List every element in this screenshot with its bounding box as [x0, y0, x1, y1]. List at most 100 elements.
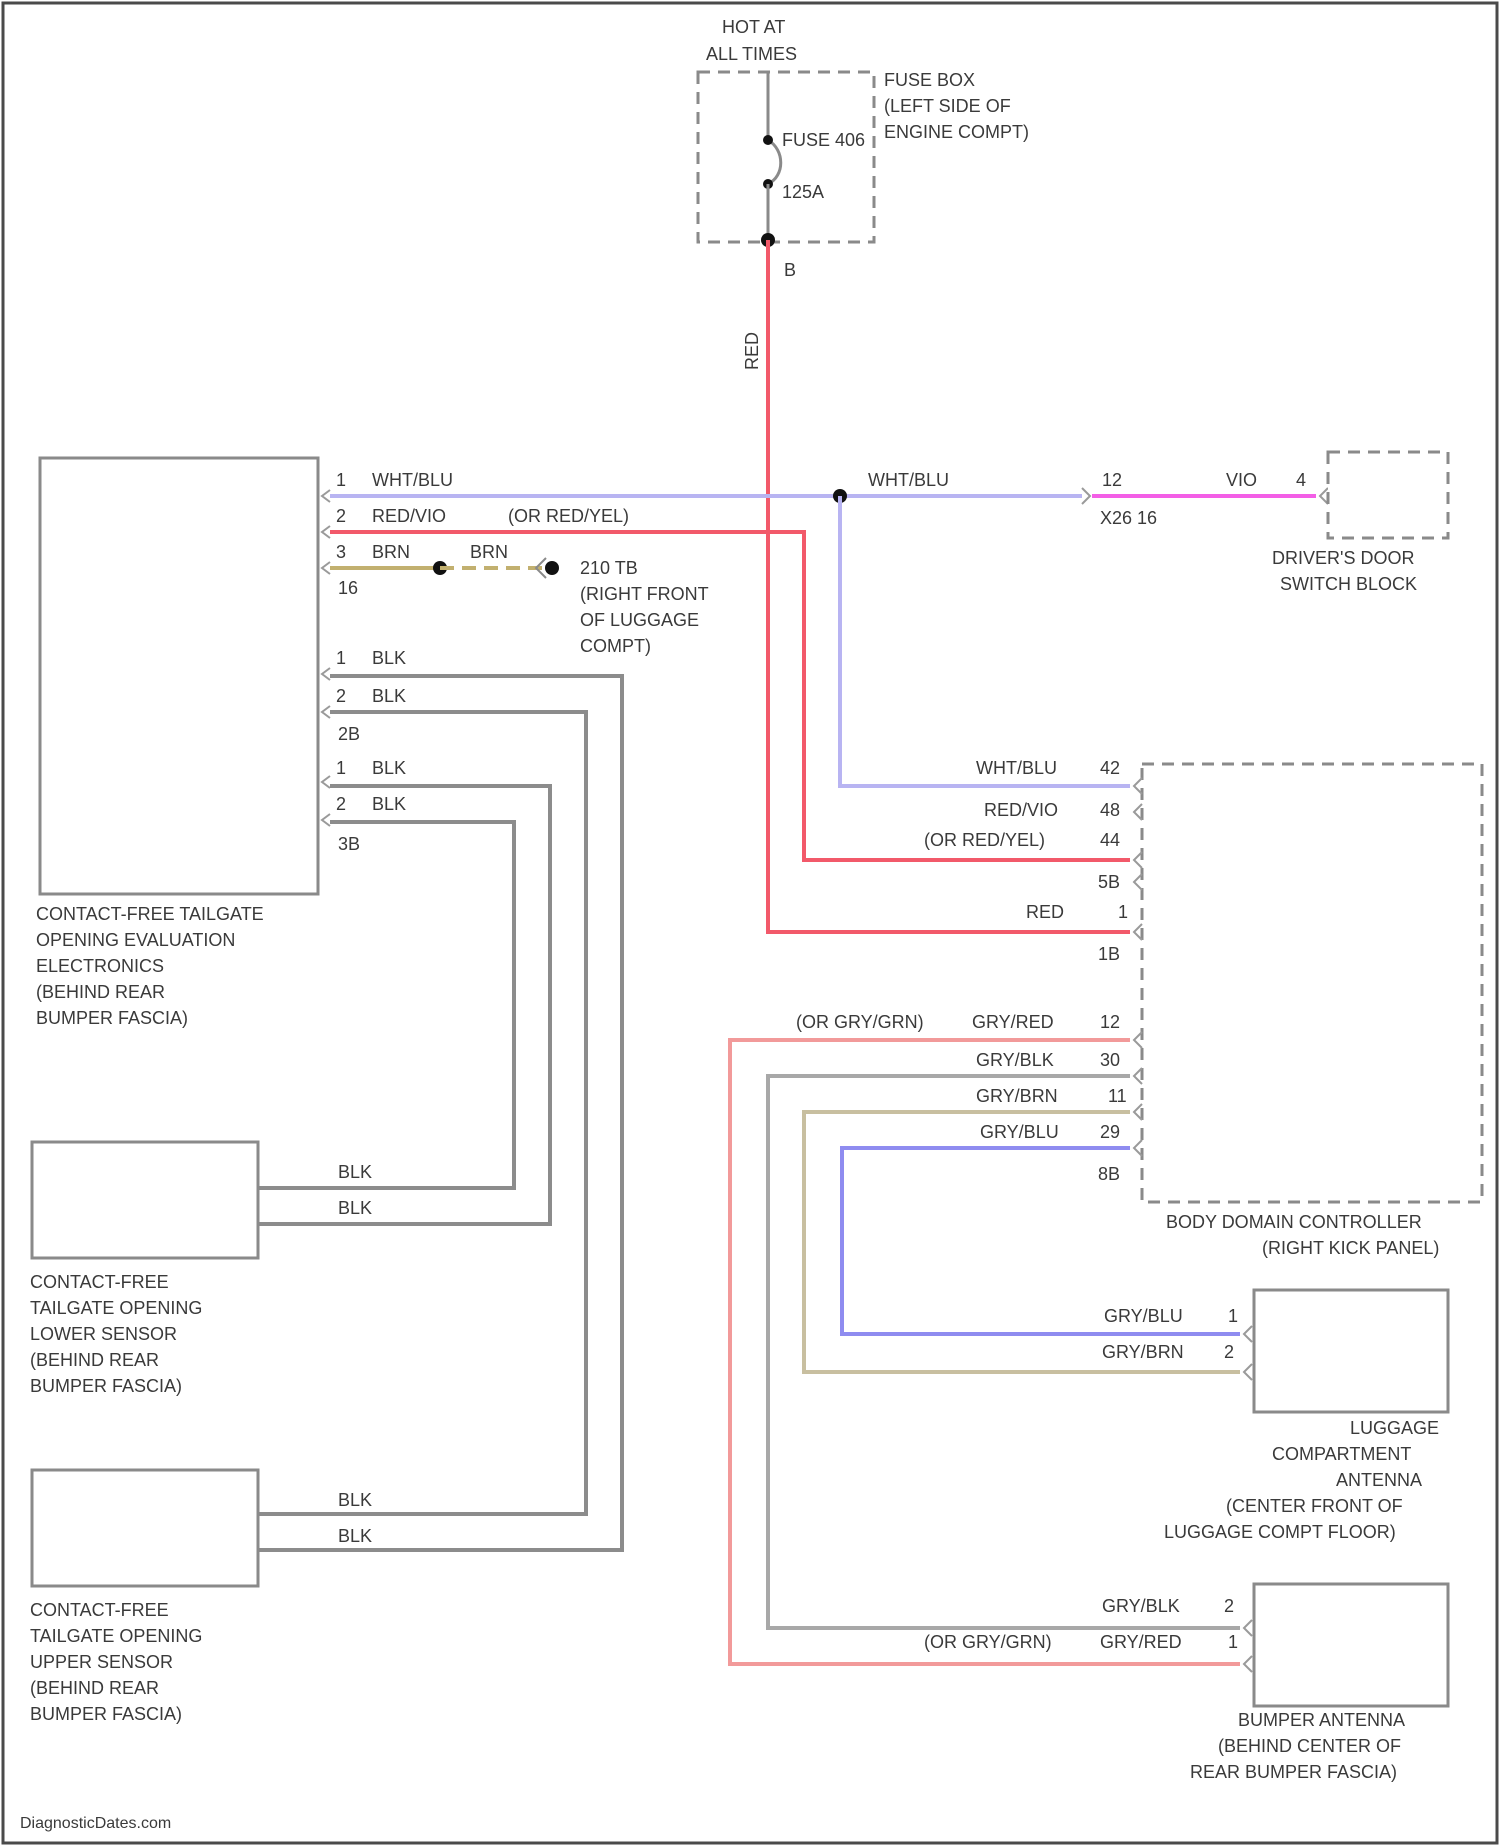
- bdc-connector-5b: 5B: [1098, 872, 1120, 892]
- evaluation-module-label-line2: OPENING EVALUATION: [36, 930, 235, 950]
- bdc-label-line2: (RIGHT KICK PANEL): [1262, 1238, 1439, 1258]
- upper-sensor-label-line2: TAILGATE OPENING: [30, 1626, 202, 1646]
- upper-sensor-label-line5: BUMPER FASCIA): [30, 1704, 182, 1724]
- ground-label-line3: OF LUGGAGE: [580, 610, 699, 630]
- upper-sensor-label-line1: CONTACT-FREE: [30, 1600, 169, 1620]
- evaluation-module-label-line4: (BEHIND REAR: [36, 982, 165, 1002]
- bdc-pin-12: 12: [1100, 1012, 1120, 1032]
- body-domain-controller-box: [1142, 764, 1482, 1202]
- bumper-antenna-label-line3: REAR BUMPER FASCIA): [1190, 1762, 1397, 1782]
- bumper-antenna-box: [1254, 1584, 1448, 1706]
- lower-sensor-box: [32, 1142, 258, 1258]
- luggage-antenna-label-line1: LUGGAGE: [1350, 1418, 1439, 1438]
- lower-sensor-wire-2: BLK: [338, 1198, 372, 1218]
- bdc-pin-row: 8B: [1098, 1164, 1120, 1184]
- evaluation-module-box: [40, 458, 318, 894]
- eval-b-pin-2: 2: [336, 686, 346, 706]
- upper-sensor-box: [32, 1470, 258, 1586]
- lower-sensor-label-line5: BUMPER FASCIA): [30, 1376, 182, 1396]
- bdc-pin-42: 42: [1100, 758, 1120, 778]
- lower-sensor-label-line4: (BEHIND REAR: [30, 1350, 159, 1370]
- fuse-label: FUSE 406: [782, 130, 865, 150]
- eval-connector-c-id: 3B: [338, 834, 360, 854]
- eval-pin-1: 1: [336, 470, 346, 490]
- fuse-terminal-top: [763, 135, 773, 145]
- fuse-output-pin: B: [784, 260, 796, 280]
- vio-wire-label: VIO: [1226, 470, 1257, 490]
- bdc-pin-44-wire: (OR RED/YEL): [924, 830, 1045, 850]
- bdc-connector-8b: 8B: [1098, 1164, 1120, 1184]
- bdc-pin-42-wire: WHT/BLU: [976, 758, 1057, 778]
- luggage-antenna-pin-2: 2: [1224, 1342, 1234, 1362]
- brn-wire-label: BRN: [470, 542, 508, 562]
- luggage-antenna-pin-1: 1: [1228, 1306, 1238, 1326]
- eval-b-pin-1: 1: [336, 648, 346, 668]
- bdc-pin-row: 1B: [1098, 944, 1120, 964]
- fuse-rating: 125A: [782, 182, 824, 202]
- lower-sensor-label-line1: CONTACT-FREE: [30, 1272, 169, 1292]
- bdc-pin-1-wire: RED: [1026, 902, 1064, 922]
- evaluation-module-label-line1: CONTACT-FREE TAILGATE: [36, 904, 264, 924]
- bdc-pin-48: 48: [1100, 800, 1120, 820]
- bumper-antenna-label-line1: BUMPER ANTENNA: [1238, 1710, 1405, 1730]
- ground-point: [545, 561, 559, 575]
- eval-connector-b-id: 2B: [338, 724, 360, 744]
- fuse-box-label-line3: ENGINE COMPT): [884, 122, 1029, 142]
- eval-pin-3: 3: [336, 542, 346, 562]
- bumper-antenna-label-line2: (BEHIND CENTER OF: [1218, 1736, 1401, 1756]
- eval-pin-2-alt: (OR RED/YEL): [508, 506, 629, 526]
- driver-door-switch-block: [1328, 452, 1448, 538]
- bdc-label-line1: BODY DOMAIN CONTROLLER: [1166, 1212, 1422, 1232]
- evaluation-module-label-line5: BUMPER FASCIA): [36, 1008, 188, 1028]
- driver-door-label-line2: SWITCH BLOCK: [1280, 574, 1417, 594]
- footer-watermark: DiagnosticDates.com: [20, 1815, 171, 1832]
- bdc-pin-29-wire: GRY/BLU: [980, 1122, 1059, 1142]
- eval-pin-3-wire: BRN: [372, 542, 410, 562]
- driver-door-pin: 4: [1296, 470, 1306, 490]
- eval-c-pin-2-wire: BLK: [372, 794, 406, 814]
- eval-c-pin-1: 1: [336, 758, 346, 778]
- lower-sensor-label-line3: LOWER SENSOR: [30, 1324, 177, 1344]
- luggage-antenna-wire-2: GRY/BRN: [1102, 1342, 1184, 1362]
- bdc-pin-11: 11: [1108, 1086, 1127, 1106]
- bdc-pin-30-wire: GRY/BLK: [976, 1050, 1054, 1070]
- hot-at-all-times-line2: ALL TIMES: [706, 44, 797, 64]
- bdc-pin-12-wire: GRY/RED: [972, 1012, 1054, 1032]
- upper-sensor-wire-1: BLK: [338, 1490, 372, 1510]
- eval-pin-2: 2: [336, 506, 346, 526]
- bdc-pin-30: 30: [1100, 1050, 1120, 1070]
- eval-connector-a-id: 16: [338, 578, 358, 598]
- fuse-box-label-line1: FUSE BOX: [884, 70, 975, 90]
- eval-pin-2-wire: RED/VIO: [372, 506, 446, 526]
- splice-wire-label: WHT/BLU: [868, 470, 949, 490]
- bumper-antenna-wire-2: GRY/RED: [1100, 1632, 1182, 1652]
- ground-label-line2: (RIGHT FRONT: [580, 584, 709, 604]
- ground-label-line4: COMPT): [580, 636, 651, 656]
- luggage-antenna-wire-1: GRY/BLU: [1104, 1306, 1183, 1326]
- upper-sensor-label-line4: (BEHIND REAR: [30, 1678, 159, 1698]
- red-feed-wire-label: RED: [742, 332, 762, 370]
- luggage-antenna-label-line4: (CENTER FRONT OF: [1226, 1496, 1403, 1516]
- upper-sensor-wire-2: BLK: [338, 1526, 372, 1546]
- bumper-antenna-wire-1: GRY/BLK: [1102, 1596, 1180, 1616]
- luggage-antenna-label-line2: COMPARTMENT: [1272, 1444, 1411, 1464]
- luggage-antenna-box: [1254, 1290, 1448, 1412]
- driver-door-inline-conn: X26 16: [1100, 508, 1157, 528]
- bdc-pin-48-wire: RED/VIO: [984, 800, 1058, 820]
- bdc-pin-1: 1: [1118, 902, 1128, 922]
- bdc-pin-29: 29: [1100, 1122, 1120, 1142]
- eval-c-pin-2: 2: [336, 794, 346, 814]
- hot-at-all-times-line1: HOT AT: [722, 17, 785, 37]
- lower-sensor-wire-1: BLK: [338, 1162, 372, 1182]
- bdc-pin-11-wire: GRY/BRN: [976, 1086, 1058, 1106]
- driver-door-inline-pin: 12: [1102, 470, 1122, 490]
- luggage-antenna-label-line3: ANTENNA: [1336, 1470, 1422, 1490]
- bumper-antenna-pin-1: 2: [1224, 1596, 1234, 1616]
- upper-sensor-label-line3: UPPER SENSOR: [30, 1652, 173, 1672]
- eval-b-pin-1-wire: BLK: [372, 648, 406, 668]
- bumper-antenna-pin-2: 1: [1228, 1632, 1238, 1652]
- bdc-connector-1b: 1B: [1098, 944, 1120, 964]
- driver-door-label-line1: DRIVER'S DOOR: [1272, 548, 1414, 568]
- ground-label-line1: 210 TB: [580, 558, 638, 578]
